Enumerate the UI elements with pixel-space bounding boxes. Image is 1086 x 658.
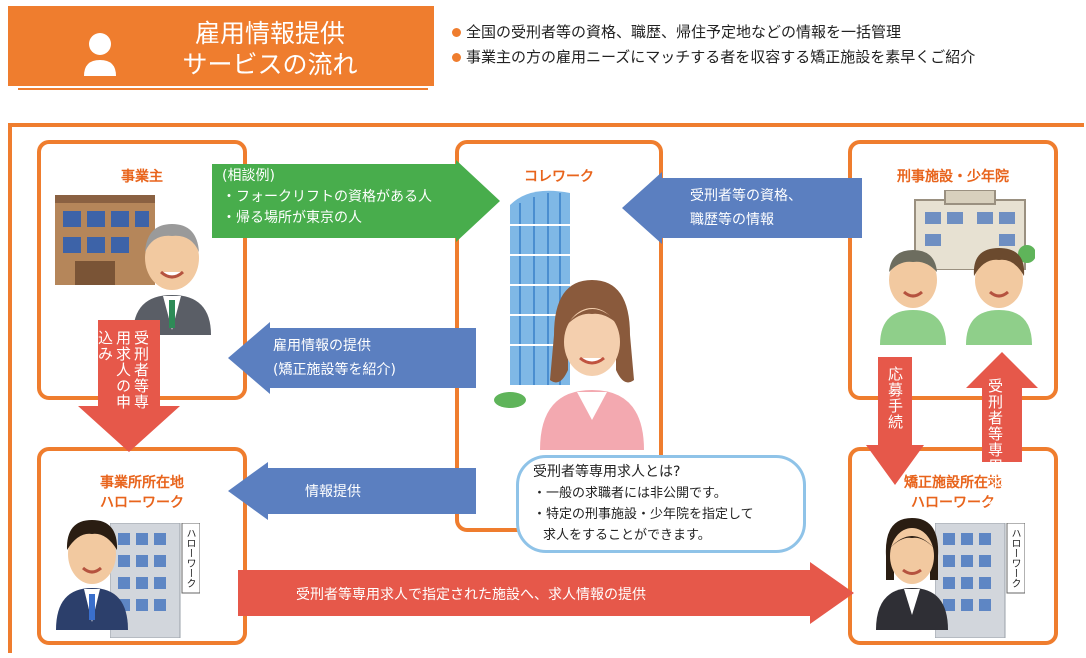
employment-info-arrow-blue xyxy=(228,322,476,394)
job-application-vertical-text: 受刑者等専用求人の申込み xyxy=(96,330,150,410)
consultation-line-3: ・帰る場所が東京の人 xyxy=(222,210,362,226)
info-provide-text: 情報提供 xyxy=(305,484,361,500)
facility-title: 刑事施設・少年院 xyxy=(897,169,1009,185)
callout-title: 受刑者等専用求人とは? xyxy=(533,464,681,480)
consultation-line-2: ・フォークリフトの資格がある人 xyxy=(222,189,432,205)
bullet-dot-icon xyxy=(452,28,461,37)
inmate-young-man-icon xyxy=(966,248,1032,345)
hellowork-staff-man-icon xyxy=(56,520,128,630)
callout-line-2: ・特定の刑事施設・少年院を指定して xyxy=(533,507,754,522)
header-bullet-list: 全国の受刑者等の資格、職歴、帰住予定地などの情報を一括管理 事業主の方の雇用ニー… xyxy=(452,20,1082,70)
operator-headset-icon xyxy=(84,29,116,76)
header-bullet-item: 事業主の方の雇用ニーズにマッチする者を収容する矯正施設を素早くご紹介 xyxy=(452,45,1082,70)
banner-title: 雇用情報提供 サービスの流れ xyxy=(140,18,400,80)
hellowork-staff-woman-icon xyxy=(876,518,948,630)
hellowork-facility-title: 矯正施設所在地 ハローワーク xyxy=(904,475,1002,511)
banner-title-line1: 雇用情報提供 xyxy=(194,19,345,48)
facility-info-line-1: 受刑者等の資格、 xyxy=(690,188,802,204)
hellowork-facility-office-building-icon xyxy=(935,523,1025,638)
callout-line-1: ・一般の求職者には非公開です。 xyxy=(533,486,727,501)
header-bullet-item: 全国の受刑者等の資格、職歴、帰住予定地などの情報を一括管理 xyxy=(452,20,1082,45)
corrework-staff-woman-icon xyxy=(540,280,644,450)
hellowork-sign-right: ハローワーク xyxy=(1009,528,1020,588)
consultation-example-text: (相談例) ・フォークリフトの資格がある人 ・帰る場所が東京の人 xyxy=(222,166,432,229)
employer-man-icon xyxy=(133,224,211,335)
job-info-provide-arrow-red xyxy=(238,562,854,624)
facility-info-text: 受刑者等の資格、 職歴等の情報 xyxy=(690,184,802,232)
job-definition-callout: 受刑者等専用求人とは? ・一般の求職者には非公開です。 ・特定の刑事施設・少年院… xyxy=(516,455,806,553)
callout-line-3: 求人をすることができます。 xyxy=(543,528,711,543)
inmate-elder-man-icon xyxy=(880,250,946,345)
job-posting-arrow-red xyxy=(966,352,1038,462)
employer-title: 事業主 xyxy=(121,169,163,185)
hellowork-sign-left: ハローワーク xyxy=(184,528,195,588)
application-procedure-arrow-red xyxy=(866,357,924,485)
header-bullet-text: 事業主の方の雇用ニーズにマッチする者を収容する矯正施設を素早くご紹介 xyxy=(466,48,976,66)
frame-left-border xyxy=(8,123,12,653)
application-procedure-vertical-text: 応募手続 xyxy=(886,366,904,430)
info-provide-arrow-blue xyxy=(228,462,476,520)
hellowork-employer-title: 事業所所在地 ハローワーク xyxy=(100,475,184,511)
banner-title-line2: サービスの流れ xyxy=(182,50,358,79)
office-building-icon xyxy=(55,195,155,285)
header-bullet-text: 全国の受刑者等の資格、職歴、帰住予定地などの情報を一括管理 xyxy=(466,23,902,41)
job-application-arrow-red xyxy=(78,320,180,452)
corrework-title: コレワーク xyxy=(524,169,594,185)
consultation-arrow-green xyxy=(212,160,500,242)
job-posting-vertical-text: 受刑者等専用求人 xyxy=(986,378,1004,506)
frame-top-border xyxy=(8,123,1084,127)
facility-info-line-2: 職歴等の情報 xyxy=(690,212,774,228)
facility-info-arrow-blue xyxy=(622,172,862,244)
consultation-line-1: (相談例) xyxy=(222,168,275,184)
employment-info-text: 雇用情報の提供 (矯正施設等を紹介) xyxy=(273,334,396,382)
job-info-provide-text: 受刑者等専用求人で指定された施設へ、求人情報の提供 xyxy=(296,587,646,603)
employment-info-line-2: (矯正施設等を紹介) xyxy=(273,362,396,378)
employment-info-line-1: 雇用情報の提供 xyxy=(273,338,371,354)
bullet-dot-icon xyxy=(452,53,461,62)
banner-underline xyxy=(18,88,428,90)
header-banner xyxy=(8,6,434,86)
